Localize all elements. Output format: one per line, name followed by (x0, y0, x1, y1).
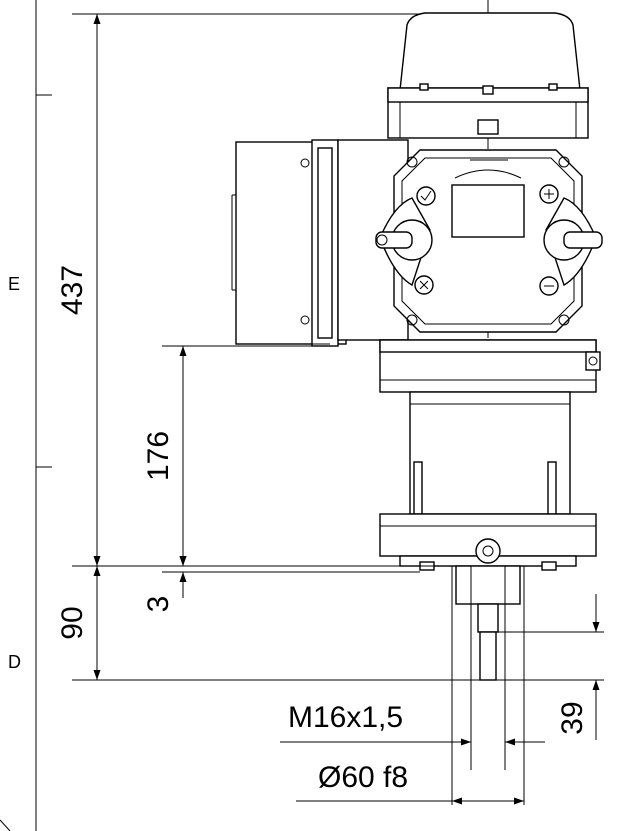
dim-text-90: 90 (56, 606, 89, 639)
drawing-frame: E D (0, 0, 52, 831)
flange-assembly (379, 339, 601, 805)
dim-text-3: 3 (142, 596, 175, 613)
dim-text-176: 176 (142, 431, 175, 481)
plus-icon (539, 184, 559, 204)
check-icon (416, 186, 436, 206)
extension-lines (72, 13, 604, 681)
zone-label-e: E (8, 274, 20, 294)
cross-icon (414, 275, 434, 295)
zone-label-d: D (8, 652, 21, 672)
dim-text-diameter: Ø60 f8 (318, 761, 408, 794)
minus-icon (539, 276, 559, 296)
dim-text-39: 39 (556, 701, 589, 734)
dim-text-thread: M16x1,5 (288, 701, 403, 734)
dim-text-437: 437 (56, 265, 89, 315)
actuator-body (231, 12, 603, 347)
